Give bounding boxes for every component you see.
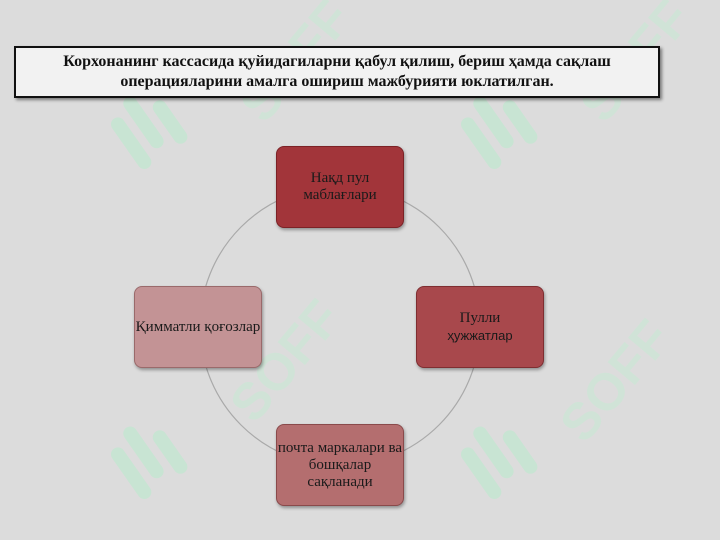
node-monetary-documents-label-line1: Пулли: [459, 310, 501, 326]
node-cash-funds: Нақд пул маблағлари: [276, 146, 404, 228]
node-postal-stamps: почта маркалари ва бошқалар сақланади: [276, 424, 404, 506]
header-text: Корхонанинг кассасида қуйидагиларни қабу…: [63, 53, 611, 90]
node-monetary-documents-label-line2: ҳужжатлар: [447, 328, 513, 343]
header-statement: Корхонанинг кассасида қуйидагиларни қабу…: [14, 46, 660, 98]
node-postal-stamps-label: почта маркалари ва бошқалар сақланади: [277, 439, 403, 490]
node-securities: Қимматли қоғозлар: [134, 286, 262, 368]
node-monetary-documents: Пулли ҳужжатлар: [416, 286, 544, 368]
node-cash-funds-label: Нақд пул маблағлари: [303, 170, 377, 203]
node-securities-label: Қимматли қоғозлар: [135, 318, 261, 335]
